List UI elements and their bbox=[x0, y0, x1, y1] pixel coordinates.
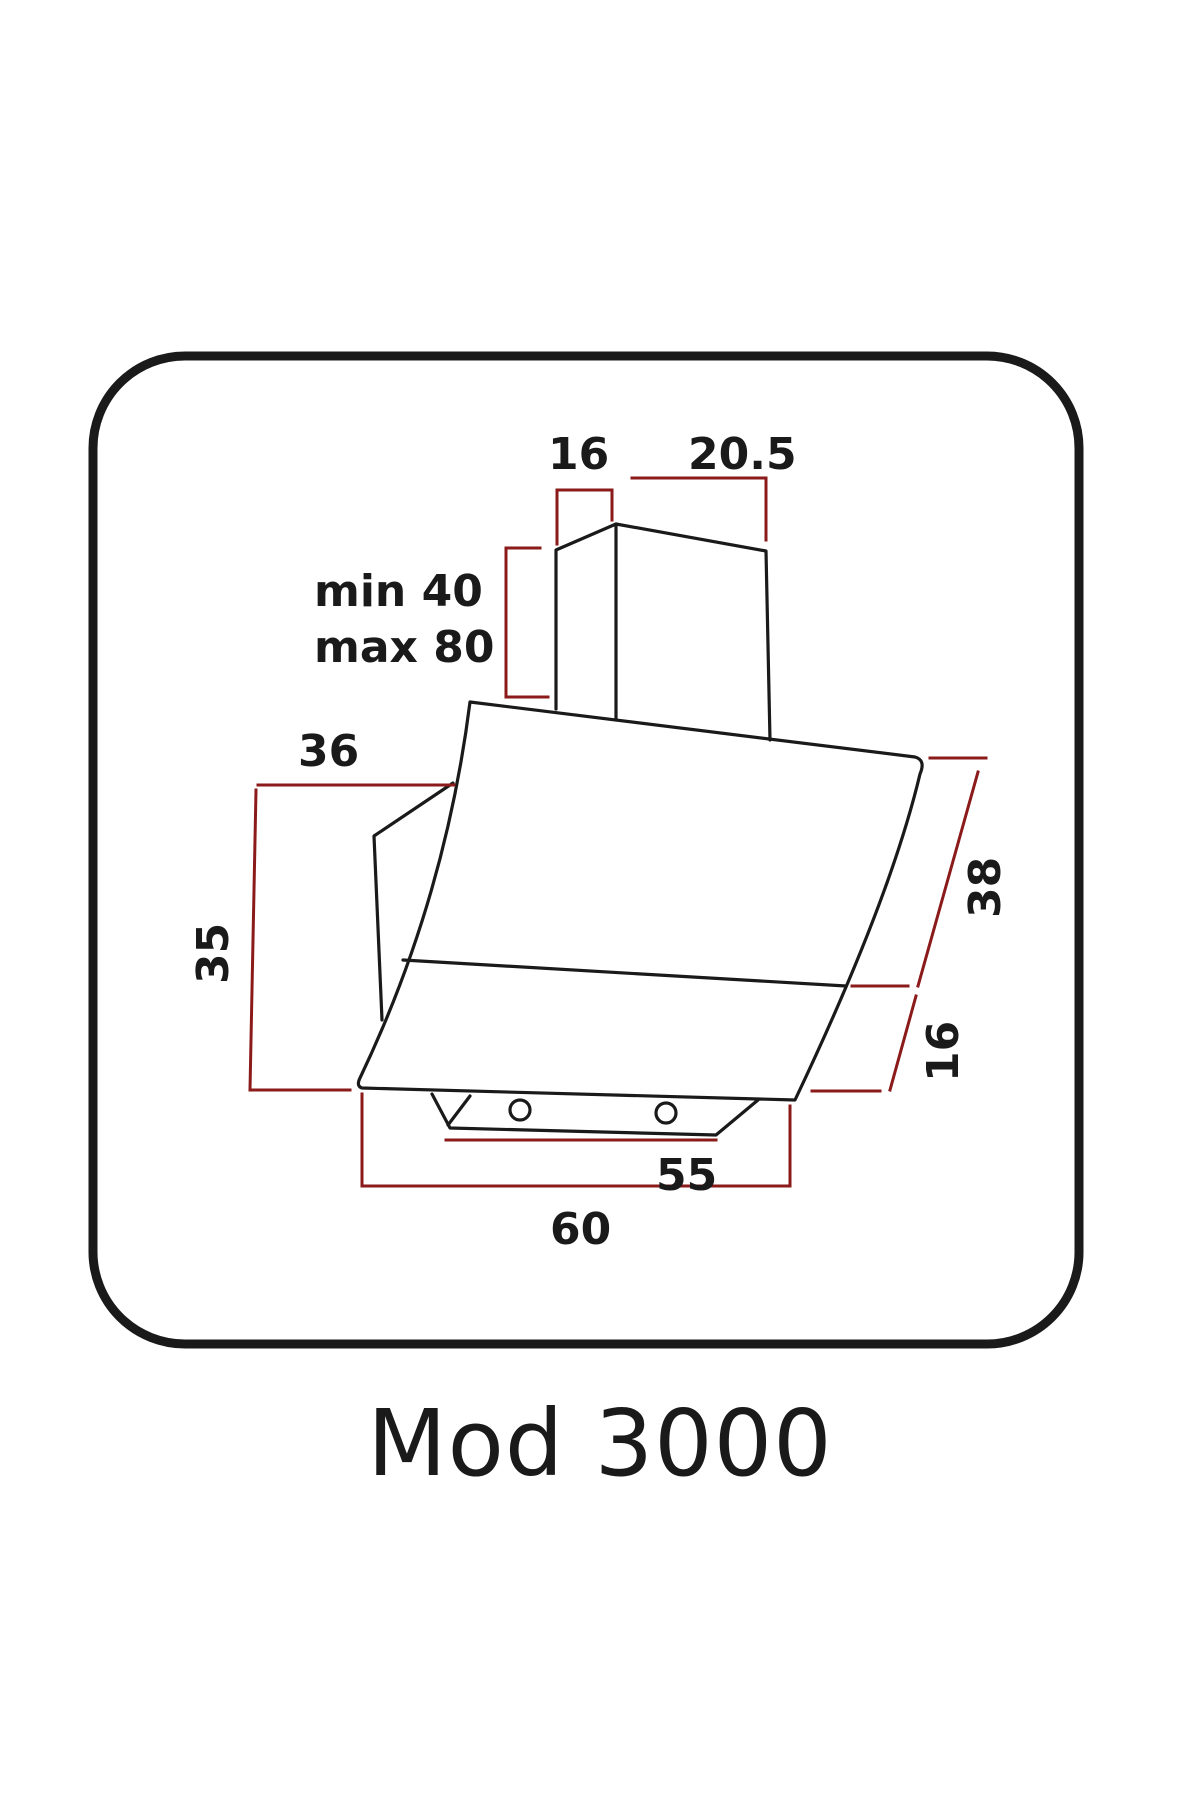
canopy-glass bbox=[356, 700, 924, 1102]
chimney bbox=[554, 522, 772, 742]
dimension-labels: 16 20.5 min 40 max 80 36 35 38 16 55 60 bbox=[188, 429, 1011, 1255]
diagram-frame bbox=[88, 351, 1084, 1349]
filter-tray bbox=[430, 1092, 760, 1137]
label-inner-width: 55 bbox=[656, 1150, 717, 1201]
hood-outline bbox=[356, 522, 924, 1137]
light-icon bbox=[654, 1101, 678, 1125]
dimension-lines bbox=[248, 476, 988, 1188]
label-chimney-height-max: max 80 bbox=[314, 622, 494, 673]
label-total-width: 60 bbox=[550, 1204, 611, 1255]
dim-chimney-offset bbox=[630, 476, 768, 542]
label-top-depth: 36 bbox=[298, 726, 359, 777]
dim-canopy-height bbox=[248, 788, 352, 1092]
label-chimney-depth: 16 bbox=[548, 429, 609, 480]
label-canopy-height: 35 bbox=[188, 923, 239, 984]
label-glass-height: 38 bbox=[960, 857, 1011, 918]
model-title: Mod 3000 bbox=[367, 1390, 833, 1497]
tray-edge bbox=[446, 1094, 472, 1127]
dim-glass-height bbox=[916, 770, 980, 988]
label-chimney-offset: 20.5 bbox=[688, 429, 797, 480]
label-lower-height: 16 bbox=[918, 1021, 969, 1082]
dim-chimney-depth bbox=[555, 488, 614, 546]
canopy-divider bbox=[401, 958, 848, 988]
back-panel bbox=[372, 781, 455, 1022]
dim-chimney-height bbox=[504, 546, 550, 699]
label-chimney-height-min: min 40 bbox=[314, 566, 483, 617]
light-icon bbox=[508, 1098, 532, 1122]
dim-lower-height bbox=[888, 994, 918, 1092]
dim-total-width bbox=[360, 1092, 792, 1188]
